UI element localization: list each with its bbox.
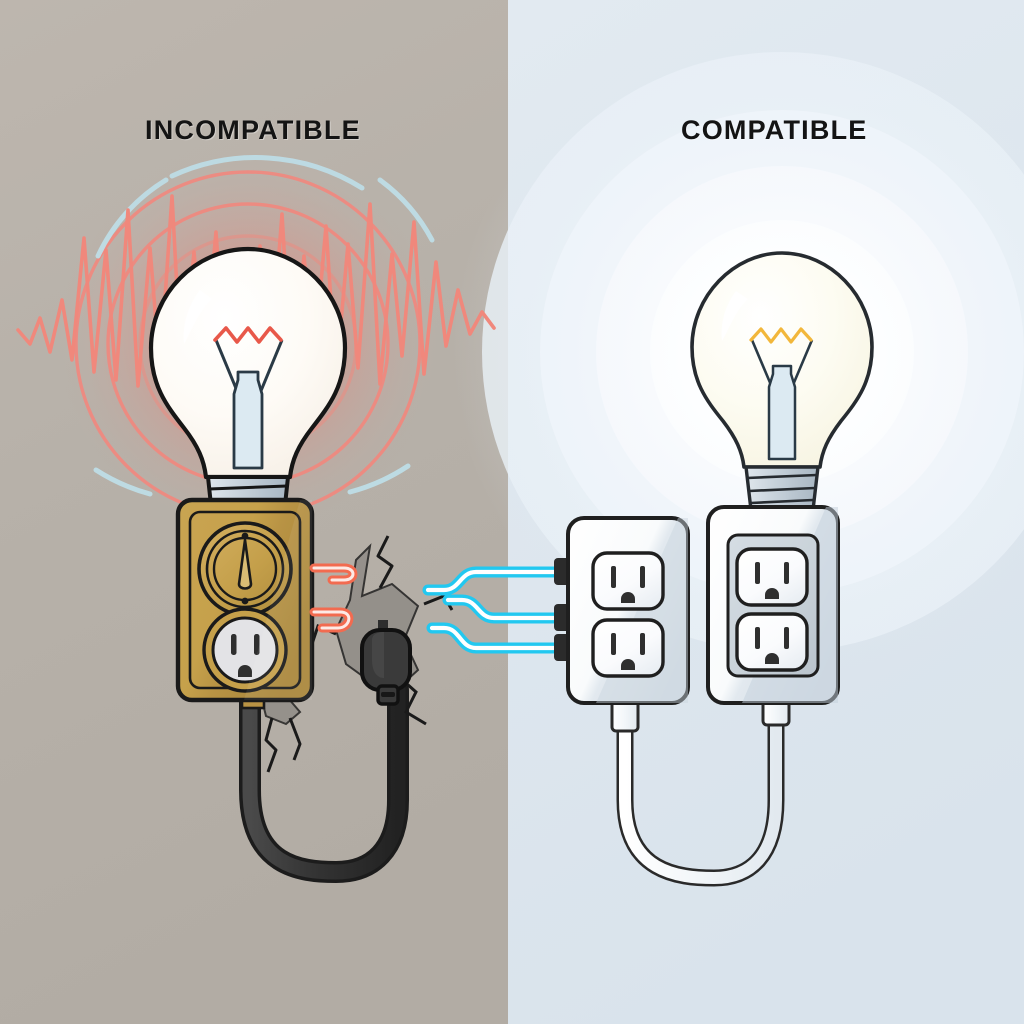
matched-wires	[422, 566, 572, 654]
outlet-socket-top[interactable]	[591, 551, 665, 611]
socket-slot-right	[640, 566, 645, 588]
mismatched-wires	[309, 563, 358, 633]
socket-ground	[621, 592, 635, 603]
dial-dot-bottom	[241, 597, 249, 605]
panel-title-compatible: COMPATIBLE	[681, 115, 868, 145]
white-outlet-plate-right[interactable]	[706, 505, 840, 705]
white-outlet-plate-left[interactable]	[566, 516, 690, 705]
socket-ground	[765, 653, 779, 664]
socket-slot-left	[611, 633, 616, 655]
dial-dot-top	[241, 532, 249, 540]
gold-plate-gloss	[244, 500, 312, 700]
socket-slot-right	[784, 562, 789, 584]
bulb-filament	[213, 326, 283, 344]
socket-slot-right	[254, 634, 260, 655]
signal-arcs	[93, 155, 435, 497]
bulb-highlight	[183, 290, 212, 344]
bulb-highlight	[721, 291, 748, 341]
socket-ground	[765, 588, 779, 599]
power-plug	[360, 620, 412, 706]
socket-slot-right	[640, 633, 645, 655]
dial-pointer	[237, 538, 253, 590]
socket-slot-right	[784, 627, 789, 649]
gold-outlet-plate[interactable]	[175, 497, 315, 710]
socket-slot-left	[611, 566, 616, 588]
power-cord-core	[619, 706, 782, 885]
socket-slot-left	[755, 562, 760, 584]
outlet-socket-bottom[interactable]	[735, 612, 809, 672]
plug-slot	[381, 692, 395, 697]
power-cord-core	[242, 682, 406, 880]
socket-slot-left	[231, 634, 237, 655]
outlet-socket-top[interactable]	[735, 547, 809, 607]
plug-highlight	[372, 632, 384, 678]
gold-socket[interactable]	[202, 607, 288, 693]
socket-ground	[621, 659, 635, 670]
socket-slot-left	[755, 627, 760, 649]
outlet-socket-bottom[interactable]	[591, 618, 665, 678]
bulb-stem	[767, 364, 797, 461]
bulb-filament	[749, 327, 813, 344]
bulb-stem	[232, 370, 264, 470]
panel-title-incompatible: INCOMPATIBLE	[145, 115, 361, 145]
socket-ground	[238, 665, 252, 677]
